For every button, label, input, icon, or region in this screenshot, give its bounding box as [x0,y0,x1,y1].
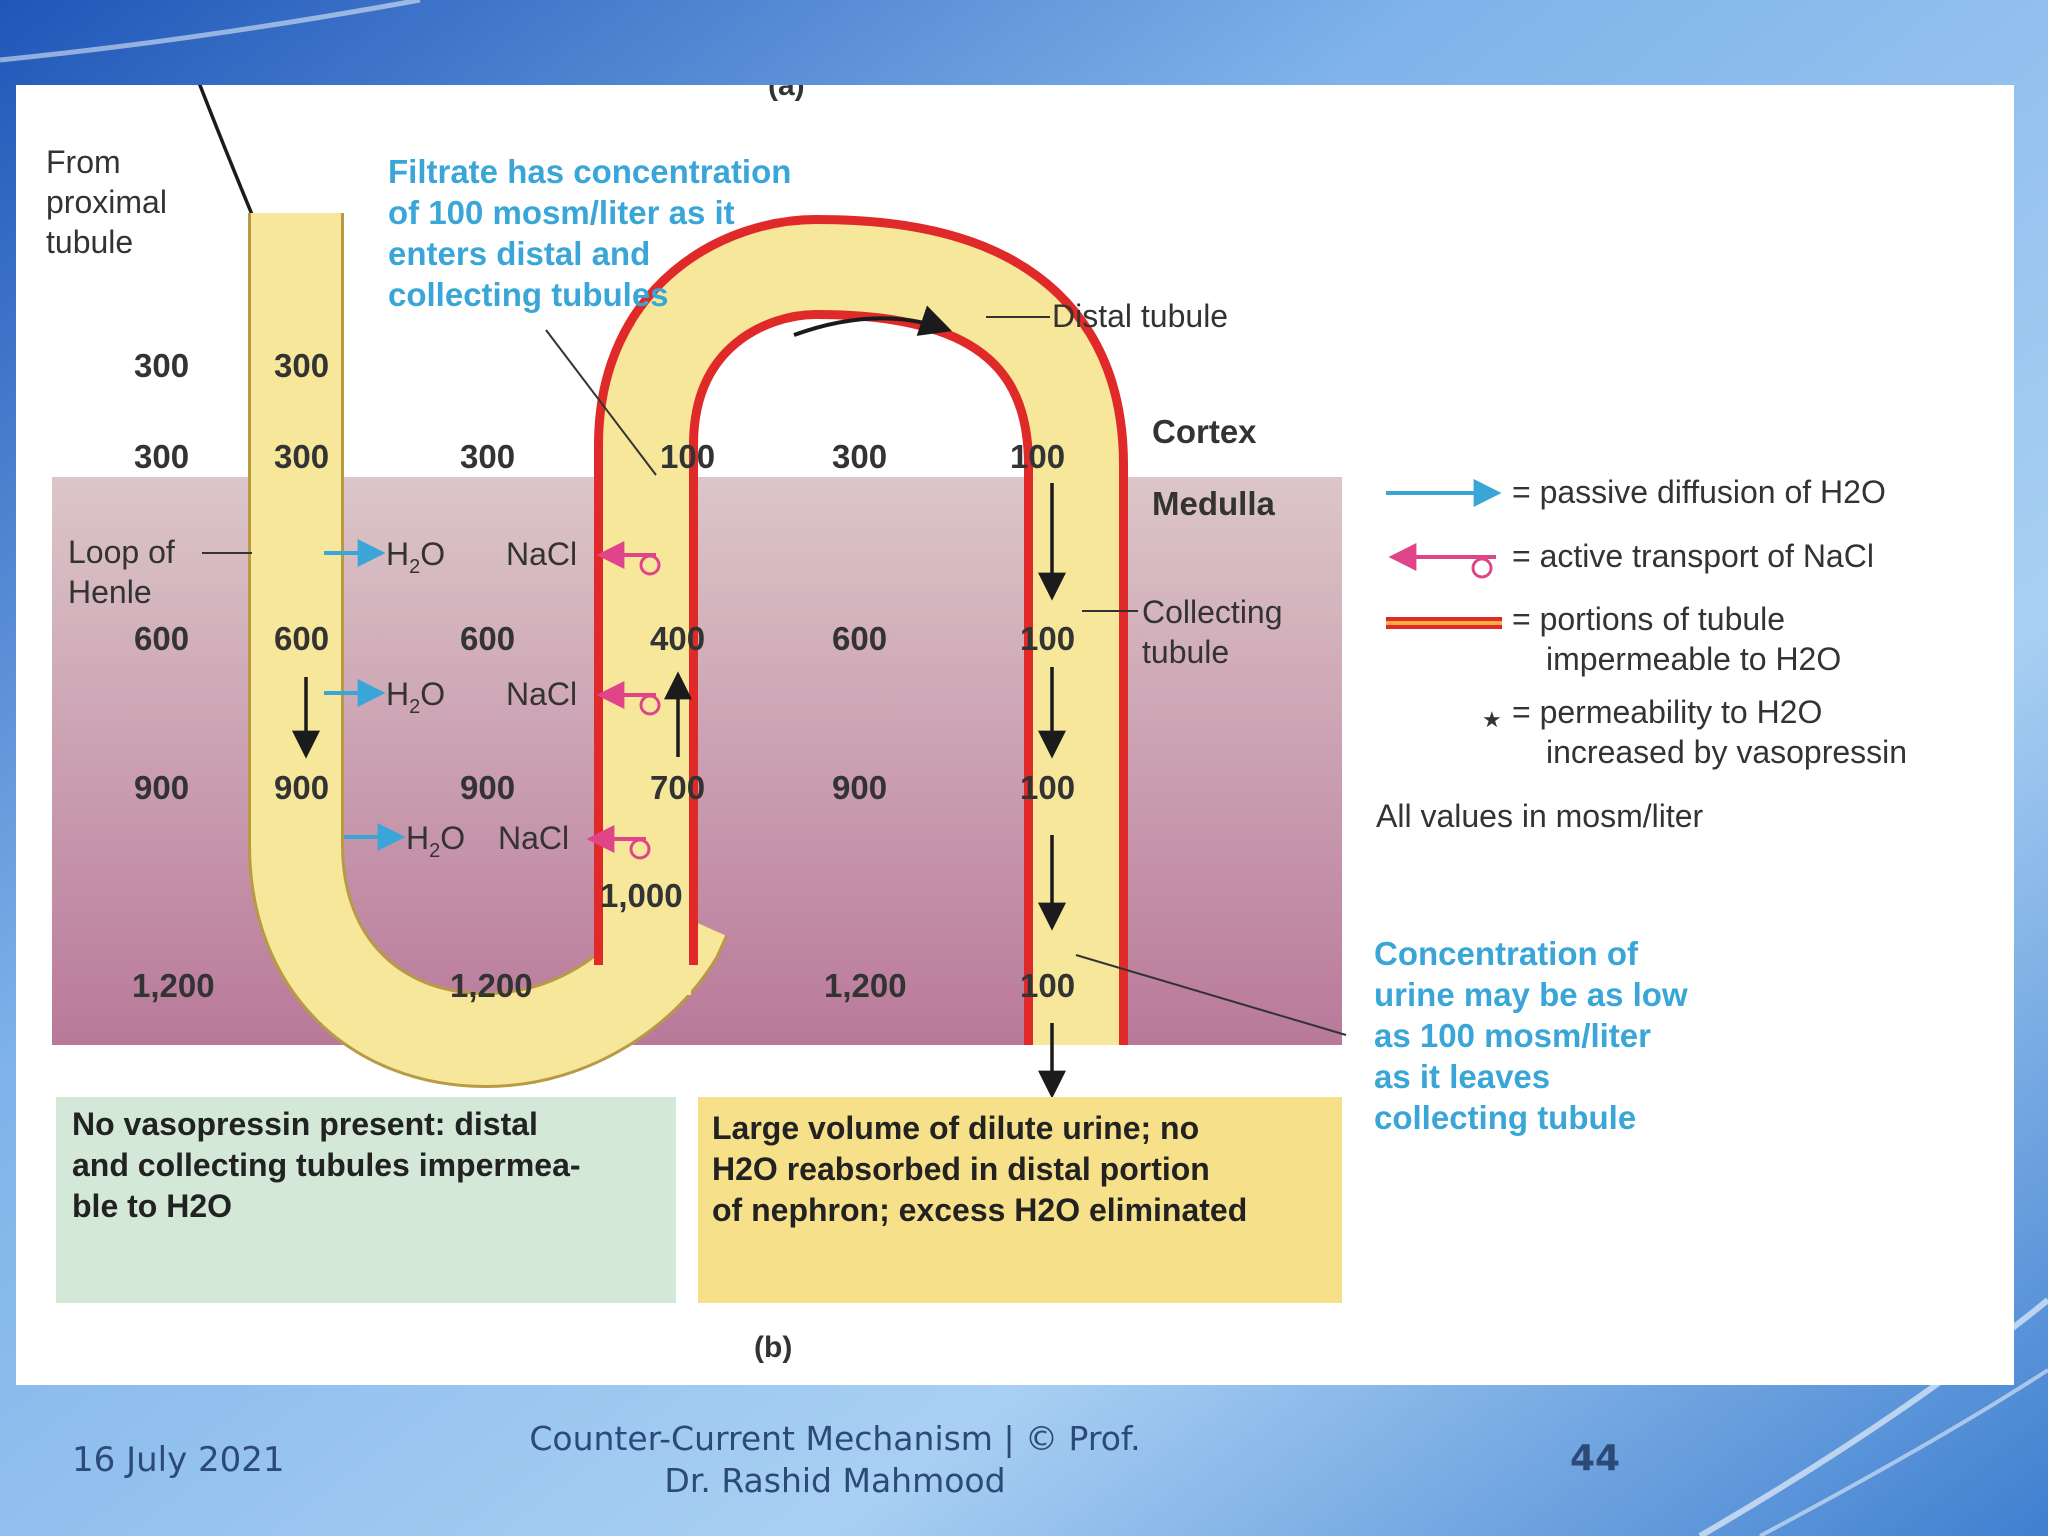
svg-text:All values in mosm/liter: All values in mosm/liter [1376,798,1704,834]
svg-text:900: 900 [832,769,887,806]
svg-text:as 100 mosm/liter: as 100 mosm/liter [1374,1017,1651,1054]
svg-text:as it leaves: as it leaves [1374,1058,1550,1095]
from-proximal-label: From proximal tubule [46,144,167,260]
footer-title-line-1: Counter-Current Mechanism | © Prof. [529,1419,1141,1458]
distal-collecting-tubule [603,223,1119,1045]
svg-text:300: 300 [460,438,515,475]
svg-text:NaCl: NaCl [506,676,577,712]
svg-text:collecting tubules: collecting tubules [388,276,669,313]
svg-text:From: From [46,144,121,180]
svg-text:= active transport of NaCl: = active transport of NaCl [1512,538,1874,574]
flow-arrow-top [793,305,953,337]
slide-footer-title: Counter-Current Mechanism | © Prof. Dr. … [480,1418,1190,1502]
svg-text:1,200: 1,200 [132,967,215,1004]
svg-text:900: 900 [274,769,329,806]
svg-text:No vasopressin present: distal: No vasopressin present: distal [72,1106,538,1142]
filtrate-pointer [545,329,657,476]
svg-text:Large volume of dilute urine;: Large volume of dilute urine; no [712,1110,1199,1146]
green-box [56,1097,676,1303]
svg-text:of 100 mosm/liter as it: of 100 mosm/liter as it [388,194,735,231]
svg-text:1,200: 1,200 [824,967,907,1004]
svg-text:100: 100 [660,438,715,475]
svg-text:1,000: 1,000 [600,877,683,914]
svg-text:900: 900 [460,769,515,806]
slide-page-number: 44 [1570,1438,1621,1479]
legend-star: ★ [1482,707,1502,732]
svg-text:300: 300 [134,347,189,384]
slide-date: 16 July 2021 [72,1440,285,1480]
cortex-label: Cortex [1152,413,1257,450]
svg-text:Collecting: Collecting [1142,594,1283,630]
svg-text:1,200: 1,200 [450,967,533,1004]
svg-text:900: 900 [134,769,189,806]
svg-text:700: 700 [650,769,705,806]
figure-label-b: (b) [754,1331,792,1364]
svg-text:Loop of: Loop of [68,534,175,570]
svg-text:tubule: tubule [1142,634,1229,670]
svg-text:of nephron; excess H2O elimina: of nephron; excess H2O eliminated [712,1192,1247,1228]
svg-text:300: 300 [274,347,329,384]
svg-text:ble to H2O: ble to H2O [72,1188,232,1224]
medulla-label: Medulla [1152,485,1275,522]
svg-text:100: 100 [1020,620,1075,657]
flow-arrows [292,483,1066,1099]
svg-text:increased by vasopressin: increased by vasopressin [1546,734,1907,770]
svg-text:Henle: Henle [68,574,152,610]
collecting-tubule-label: Collecting tubule [1142,594,1283,670]
svg-text:H2O: H2O [386,536,445,578]
svg-text:300: 300 [274,438,329,475]
green-box-text: No vasopressin present: distal and colle… [72,1106,581,1224]
svg-text:enters distal and: enters distal and [388,235,650,272]
svg-text:600: 600 [274,620,329,657]
urine-note: Concentration of urine may be as low as … [1374,935,1688,1136]
svg-text:100: 100 [1020,769,1075,806]
svg-text:600: 600 [832,620,887,657]
distal-tubule-label: Distal tubule [1052,298,1228,334]
svg-text:tubule: tubule [46,224,133,260]
yellow-box-text: Large volume of dilute urine; no H2O rea… [712,1110,1247,1228]
svg-text:H2O reabsorbed in distal porti: H2O reabsorbed in distal portion [712,1151,1210,1187]
svg-text:urine may be as low: urine may be as low [1374,976,1688,1013]
footer-title-line-2: Dr. Rashid Mahmood [664,1461,1006,1500]
svg-text:Concentration of: Concentration of [1374,935,1639,972]
urine-pointer [1075,954,1347,1036]
svg-text:600: 600 [460,620,515,657]
svg-text:= portions of tubule: = portions of tubule [1512,601,1785,637]
concentration-values: 300 300 300 300 300 100 300 100 600 600 … [132,347,1075,1004]
figure-label-a: (a) [768,85,805,102]
svg-text:proximal: proximal [46,184,167,220]
legend: = passive diffusion of H2O = active tran… [1376,474,1907,834]
svg-text:collecting tubule: collecting tubule [1374,1099,1636,1136]
svg-text:H2O: H2O [406,820,465,862]
filtrate-note: Filtrate has concentration of 100 mosm/l… [388,153,791,313]
svg-text:impermeable to H2O: impermeable to H2O [1546,641,1841,677]
svg-text:100: 100 [1020,967,1075,1004]
svg-text:400: 400 [650,620,705,657]
nacl-transport: NaCl NaCl NaCl [498,536,661,860]
svg-text:= passive diffusion of H2O: = passive diffusion of H2O [1512,474,1886,510]
yellow-box [698,1097,1342,1303]
loop-of-henle-label: Loop of Henle [68,534,175,610]
svg-text:NaCl: NaCl [498,820,569,856]
figure-panel: (a) From proximal tubule Filtrate has co… [16,85,2014,1385]
svg-text:300: 300 [134,438,189,475]
svg-text:= permeability to H2O: = permeability to H2O [1512,694,1822,730]
svg-text:300: 300 [832,438,887,475]
svg-text:and collecting tubules imperme: and collecting tubules impermea- [72,1147,581,1183]
counter-current-diagram: (a) From proximal tubule Filtrate has co… [46,85,1907,1364]
svg-text:Filtrate has concentration: Filtrate has concentration [388,153,791,190]
svg-text:600: 600 [134,620,189,657]
svg-text:NaCl: NaCl [506,536,577,572]
svg-text:100: 100 [1010,438,1065,475]
